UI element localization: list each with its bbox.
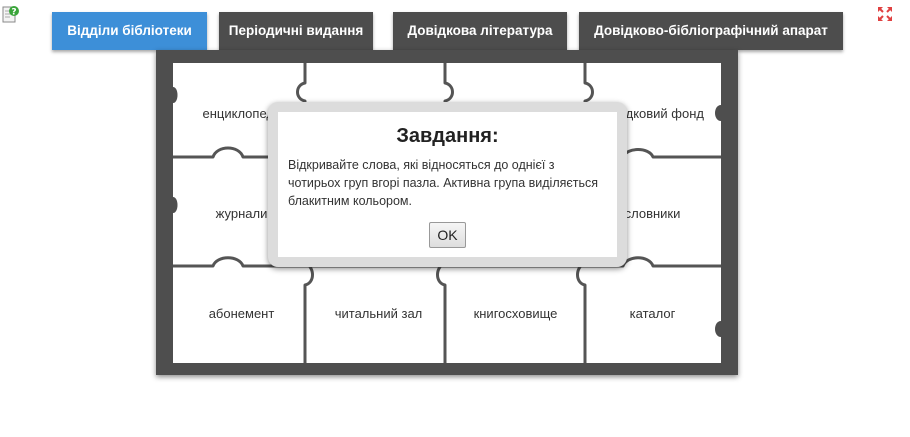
tab-periodicals[interactable]: Періодичні видання: [219, 12, 373, 50]
dialog-title: Завдання:: [396, 125, 499, 147]
puzzle-piece[interactable]: словники: [624, 205, 681, 221]
help-icon[interactable]: ?: [2, 4, 20, 24]
dialog-text: Відкривайте слова, які відносяться до од…: [288, 158, 599, 208]
tab-library-departments[interactable]: Відділи бібліотеки: [52, 12, 207, 50]
puzzle-piece[interactable]: енциклопедії: [202, 105, 281, 121]
fullscreen-icon[interactable]: [877, 6, 893, 22]
tab-reference-bibliographic[interactable]: Довідково-бібліографічний апарат: [579, 12, 843, 50]
puzzle-piece[interactable]: читальний зал: [334, 305, 423, 321]
puzzle-piece[interactable]: абонемент: [208, 305, 275, 321]
task-dialog-body: Завдання: Відкривайте слова, які віднося…: [278, 112, 617, 257]
tab-reference-literature[interactable]: Довідкова література: [393, 12, 567, 50]
puzzle-piece[interactable]: книгосховище: [473, 305, 558, 321]
task-dialog: Завдання: Відкривайте слова, які віднося…: [268, 102, 627, 267]
puzzle-piece[interactable]: журнали: [215, 205, 268, 221]
ok-button[interactable]: OK: [429, 222, 466, 248]
svg-text:?: ?: [11, 8, 16, 18]
puzzle-piece[interactable]: каталог: [629, 305, 676, 321]
